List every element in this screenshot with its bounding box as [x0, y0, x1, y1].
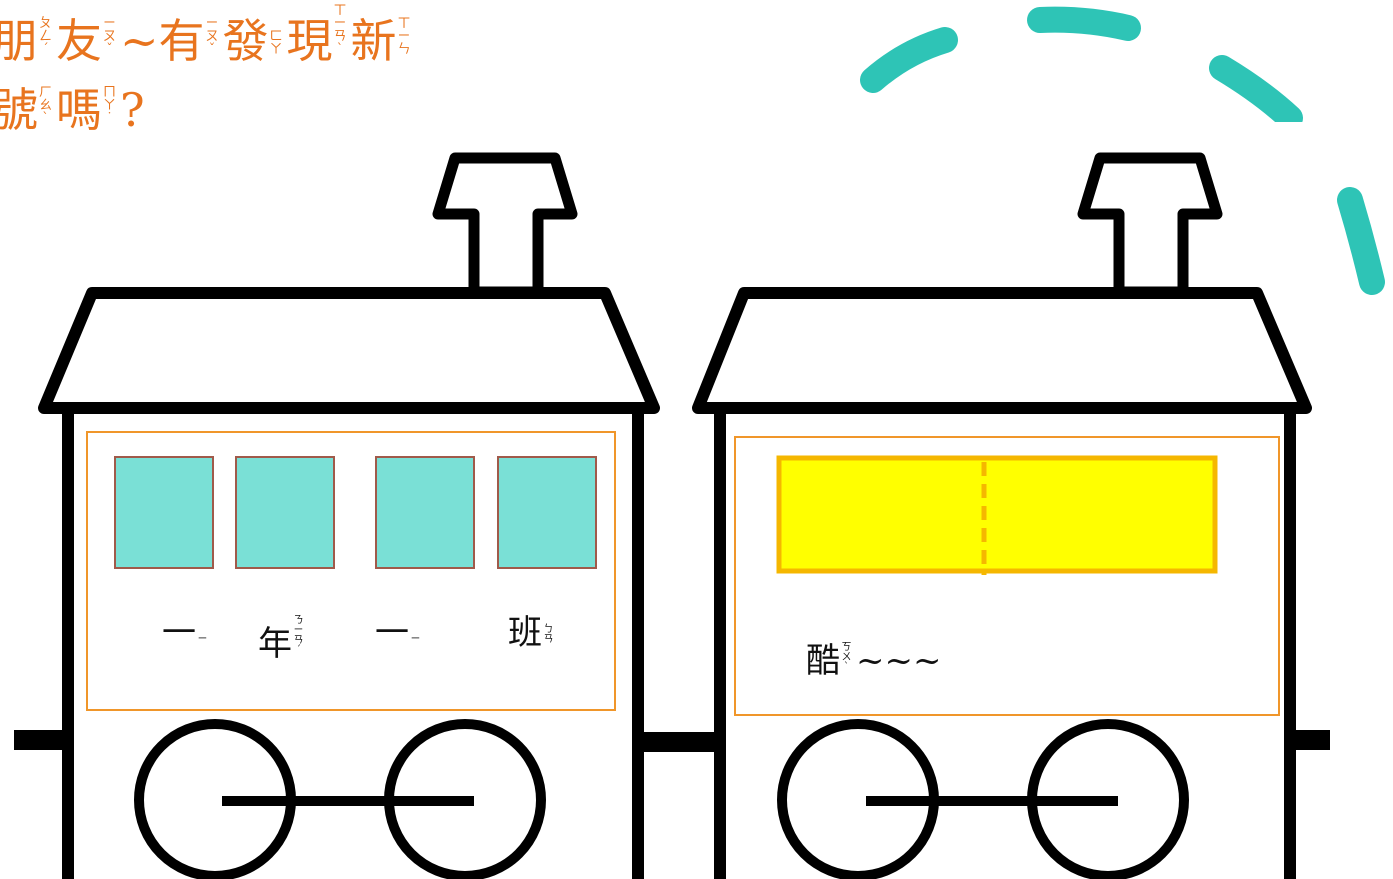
ruby-char: ~~~ — [856, 644, 941, 678]
ruby-base: 班 — [508, 613, 542, 653]
smoke-dash-4 — [1337, 187, 1385, 295]
zhuyin-annotation: ㄋㄧㄢˊ — [293, 615, 304, 656]
zhuyin-annotation: ㄈㄚ — [269, 29, 283, 57]
ruby-char: 酷ㄎㄨˋ — [806, 641, 856, 681]
zhuyin-annotation: ㄎㄨˋ — [841, 642, 852, 673]
right-car-axle — [866, 796, 1118, 806]
left-car — [38, 152, 660, 879]
left-car-axle — [222, 796, 474, 806]
zhuyin-annotation: ㄧ — [410, 634, 421, 645]
ruby-char: 嗎ㄇㄚ˙ — [56, 86, 120, 133]
left-car-window-2 — [235, 456, 335, 569]
ruby-base: 友 — [56, 14, 102, 68]
left-car-label-char-3: 一ㄧ — [375, 616, 425, 650]
ruby-base: 嗎 — [56, 83, 102, 137]
smoke-arc — [860, 6, 1385, 295]
left-car-chimney — [432, 152, 578, 298]
left-car-label-char-1: 一ㄧ — [162, 616, 212, 650]
right-car — [692, 152, 1312, 879]
yellow-card — [776, 455, 1218, 574]
zhuyin-annotation: ㄇㄚ˙ — [103, 85, 117, 126]
middle-coupler — [640, 732, 728, 752]
ruby-base: 新 — [350, 14, 397, 68]
zhuyin-annotation: ㄅㄢ — [543, 624, 554, 645]
smoke-dash-1 — [860, 27, 958, 93]
left-car-window-1 — [114, 456, 214, 569]
smoke-dash-2 — [1027, 6, 1141, 41]
right-car-roof — [692, 287, 1312, 414]
ruby-char: 一ㄧ — [375, 616, 425, 650]
right-coupler — [1285, 730, 1330, 750]
ruby-base: ~~~ — [856, 641, 942, 681]
ruby-char: 現ㄒㄧㄢˋ — [287, 4, 351, 64]
ruby-base: ? — [120, 83, 145, 137]
zhuyin-annotation: ㄒㄧㄢˋ — [333, 3, 347, 57]
left-car-label-char-2: 年ㄋㄧㄢˊ — [258, 615, 308, 664]
zhuyin-annotation: ㄒㄧㄣ — [397, 16, 411, 57]
ruby-char: 班ㄅㄢ — [508, 616, 558, 650]
zhuyin-annotation: ㄧㄡˇ — [103, 16, 117, 57]
zhuyin-annotation: ㄧㄡˇ — [205, 16, 219, 57]
zhuyin-annotation: ㄧ — [197, 634, 208, 645]
ruby-char: 友ㄧㄡˇ — [56, 17, 120, 64]
couplers — [14, 730, 1330, 752]
ruby-char: ~有ㄧㄡˇ — [120, 17, 223, 64]
ruby-base: 一 — [162, 613, 196, 653]
left-coupler — [14, 730, 76, 750]
ruby-base: 朋 — [0, 14, 38, 68]
ruby-char: 朋ㄆㄥˊ — [0, 17, 56, 64]
left-car-window-4 — [497, 456, 597, 569]
ruby-base: ~有 — [120, 14, 205, 68]
zhuyin-annotation: ㄏㄠˋ — [39, 85, 53, 126]
left-car-roof — [38, 287, 660, 414]
ruby-char: 發ㄈㄚ — [223, 18, 287, 64]
right-car-label: 酷ㄎㄨˋ~~~ — [806, 641, 941, 681]
ruby-base: 發 — [222, 14, 269, 68]
ruby-char: 一ㄧ — [162, 616, 212, 650]
ruby-char: 新ㄒㄧㄣ — [351, 17, 415, 64]
left-car-window-3 — [375, 456, 475, 569]
left-car-label-char-4: 班ㄅㄢ — [508, 616, 558, 650]
ruby-base: 一 — [375, 613, 409, 653]
ruby-base: 年 — [258, 624, 292, 664]
zhuyin-annotation: ㄆㄥˊ — [39, 16, 53, 57]
ruby-char: 年ㄋㄧㄢˊ — [258, 615, 308, 664]
ruby-char: 號ㄏㄠˋ — [0, 86, 56, 133]
right-car-chimney — [1077, 152, 1223, 298]
ruby-char: ? — [120, 87, 145, 133]
ruby-base: 號 — [0, 83, 38, 137]
smoke-dash-3 — [1209, 55, 1303, 131]
ruby-base: 酷 — [806, 641, 840, 681]
ruby-base: 現 — [286, 14, 333, 68]
smoke-clip — [1275, 122, 1315, 162]
